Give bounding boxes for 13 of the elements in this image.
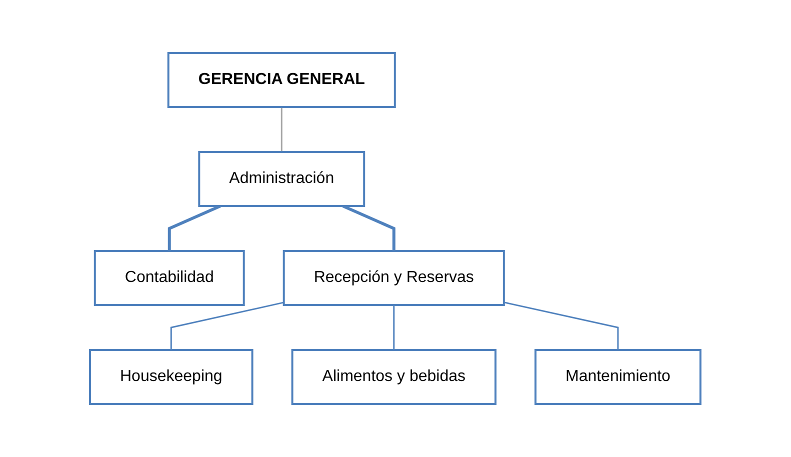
node-box: Housekeeping	[89, 349, 254, 405]
node-box: Alimentos y bebidas	[292, 349, 497, 405]
connector	[393, 305, 395, 350]
node-box: Contabilidad	[94, 250, 246, 306]
node-box: GERENCIA GENERAL	[168, 52, 396, 108]
connector	[170, 302, 284, 350]
node-box: Recepción y Reservas	[283, 250, 506, 306]
node-box: Administración	[198, 151, 366, 207]
connector	[342, 204, 396, 251]
connector	[281, 107, 283, 152]
node-box: Mantenimiento	[534, 349, 702, 405]
connector	[168, 204, 222, 251]
connector	[504, 302, 619, 350]
